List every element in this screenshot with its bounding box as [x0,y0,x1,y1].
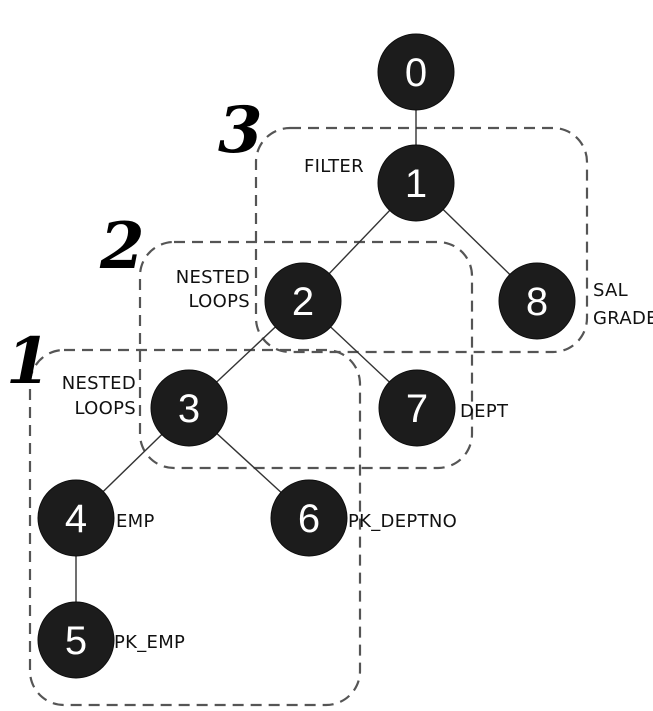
node-8-label-line-2: GRADE [593,308,653,329]
node-5-label: PK_EMP [114,632,185,653]
node-7 [378,369,456,447]
node-number-2: 2 [292,280,314,324]
node-number-4: 4 [65,497,87,541]
node-number-3: 3 [178,387,200,431]
node-0 [377,33,455,111]
node-2-label-line-2: LOOPS [188,291,250,312]
node-number-6: 6 [298,497,320,541]
node-6-label: PK_DEPTNO [348,511,457,532]
node-8 [498,262,576,340]
node-3-label-line-2: LOOPS [74,398,136,419]
node-1-label: FILTER [304,156,364,177]
node-2 [264,262,342,340]
node-6 [270,479,348,557]
node-2-label-line-1: NESTED [176,267,250,288]
group-number-1: 1 [6,324,51,399]
node-number-1: 1 [405,162,427,206]
node-4-label: EMP [116,511,155,532]
node-number-0: 0 [405,51,427,95]
node-number-5: 5 [65,619,87,663]
node-3 [150,369,228,447]
group-box-2 [138,240,474,470]
node-8-label-line-1: SAL [593,280,628,301]
node-5 [37,601,115,679]
group-box-1 [28,348,362,707]
node-number-7: 7 [406,387,428,431]
node-4 [37,479,115,557]
node-3-label-line-1: NESTED [62,373,136,394]
node-1 [377,144,455,222]
group-box-3 [254,126,589,354]
group-number-2: 2 [99,209,145,284]
group-number-3: 3 [218,93,263,168]
node-number-8: 8 [526,280,548,324]
node-7-label: DEPT [460,401,509,422]
